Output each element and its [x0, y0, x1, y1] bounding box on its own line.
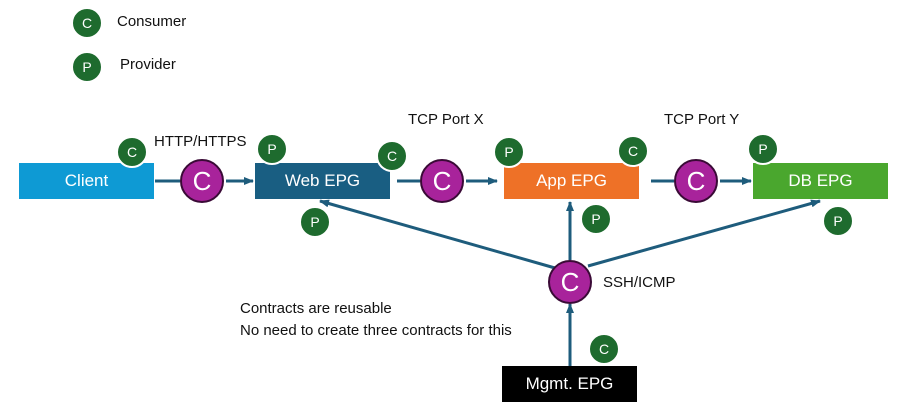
db-provider-badge-tcpy: P — [747, 133, 779, 165]
legend-consumer-label: Consumer — [117, 13, 187, 30]
contract-label-http-https: HTTP/HTTPS — [154, 133, 247, 150]
contract-ssh-icmp: C — [548, 260, 592, 304]
note-line-1: Contracts are reusable — [240, 300, 392, 317]
legend-provider-badge: P — [71, 51, 103, 83]
legend-consumer-badge: C — [71, 7, 103, 39]
app-consumer-badge: C — [617, 135, 649, 167]
arrow-ssh-to-db — [587, 199, 821, 268]
db-epg-box: DB EPG — [753, 163, 888, 199]
note-line-2: No need to create three contracts for th… — [240, 322, 512, 339]
web-provider-badge-ssh: P — [299, 206, 331, 238]
contract-tcp-port-x: C — [420, 159, 464, 203]
contract-http-https: C — [180, 159, 224, 203]
app-provider-badge-ssh: P — [580, 203, 612, 235]
app-provider-badge-tcpx: P — [493, 136, 525, 168]
contract-label-ssh-icmp: SSH/ICMP — [603, 274, 676, 291]
contract-label-tcp-port-y: TCP Port Y — [664, 111, 740, 128]
arrow-ssh-to-web — [319, 199, 556, 270]
web-provider-badge-http: P — [256, 133, 288, 165]
app-epg-box: App EPG — [504, 163, 639, 199]
web-consumer-badge: C — [376, 140, 408, 172]
legend-provider-label: Provider — [120, 56, 176, 73]
mgmt-consumer-badge: C — [588, 333, 620, 365]
mgmt-epg-box: Mgmt. EPG — [502, 366, 637, 402]
client-epg-box: Client — [19, 163, 154, 199]
contract-tcp-port-y: C — [674, 159, 718, 203]
db-provider-badge-ssh: P — [822, 205, 854, 237]
web-epg-box: Web EPG — [255, 163, 390, 199]
contract-label-tcp-port-x: TCP Port X — [408, 111, 484, 128]
client-consumer-badge: C — [116, 136, 148, 168]
